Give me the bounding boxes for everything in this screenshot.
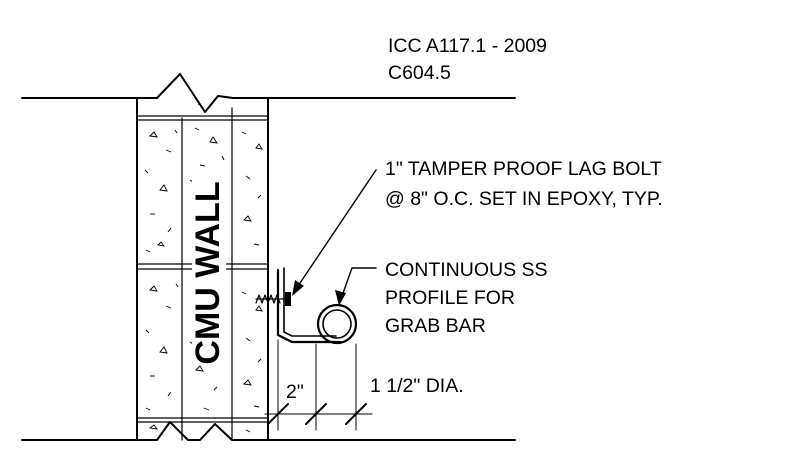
bolt-leader-arrow — [292, 280, 304, 296]
bolt-note-line-1: 1" TAMPER PROOF LAG BOLT — [385, 158, 662, 180]
dimension-tick — [345, 403, 367, 425]
bolt-head — [285, 292, 291, 306]
lag-bolt — [255, 292, 291, 306]
code-reference-line-2: C604.5 — [388, 62, 451, 84]
bolt-note-line-2: @ 8" O.C. SET IN EPOXY, TYP. — [385, 188, 663, 210]
grab-bar-tube — [316, 303, 358, 345]
bolt-leader-line — [295, 169, 377, 290]
leaders — [292, 169, 377, 306]
cmu-wall — [21, 73, 516, 441]
profile-note-line-2: PROFILE FOR — [385, 287, 515, 309]
profile-note-line-1: CONTINUOUS SS — [385, 259, 548, 281]
grab-bar-assembly — [255, 267, 358, 345]
profile-leader-arrow — [335, 290, 346, 306]
code-reference-line-1: ICC A117.1 - 2009 — [388, 35, 547, 57]
dimension-tick — [267, 403, 289, 425]
dim-text-mask — [284, 378, 314, 400]
profile-leader-line — [341, 267, 377, 297]
top-break-line — [21, 73, 516, 113]
bottom-break-line — [21, 421, 516, 441]
wall-label-group: CMU WALL — [189, 181, 227, 365]
diameter-dimension: 1 1/2" DIA. — [370, 375, 464, 397]
wall-label-mask — [192, 181, 226, 365]
wall-label: CMU WALL — [189, 181, 227, 364]
dimension-tick — [305, 403, 327, 425]
clearance-dimension: 2" — [286, 381, 304, 403]
profile-note-line-3: GRAB BAR — [385, 315, 486, 337]
dimensions: 2" 1 1/2" DIA. — [264, 339, 464, 431]
grab-bar-profile — [276, 268, 342, 344]
